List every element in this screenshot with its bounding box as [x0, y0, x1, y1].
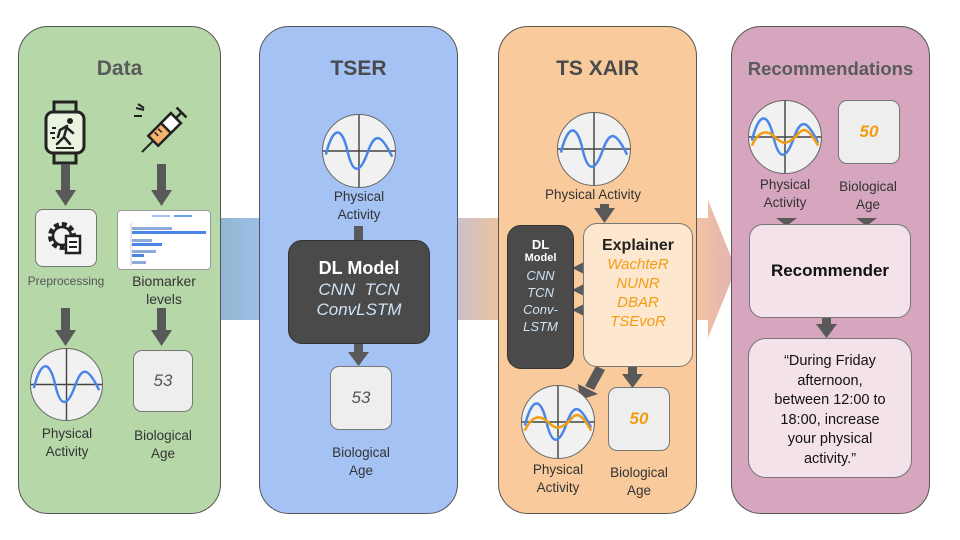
explainer-item: DBAR: [617, 294, 659, 311]
activity-dual-wave-plot: [749, 101, 821, 173]
explainer-title: Explainer: [601, 237, 675, 254]
tser-panel-title: TSER: [330, 57, 387, 80]
dl-model-title: DL Model: [318, 258, 400, 278]
quote-line: “During Friday: [784, 353, 876, 369]
data-panel: Data: [18, 26, 221, 514]
activity-wave-plot: [558, 113, 630, 185]
quote-line: activity.”: [803, 450, 857, 467]
xair-panel-title: TS XAIR: [556, 57, 639, 80]
activity-plot-xair: [557, 112, 631, 186]
syringe-icon: [134, 103, 188, 153]
dl-model-item: LSTM: [523, 319, 558, 334]
dl-model-line2: ConvLSTM: [316, 300, 402, 319]
explainer-box: Explainer WachteR NUNR DBAR TSEvoR: [583, 223, 693, 367]
smartwatch-running-icon: [44, 100, 86, 165]
age-label-data: Biological Age: [134, 428, 192, 461]
activity-label-xair: Physical Activity: [544, 187, 642, 202]
recommender-label: Recommender: [770, 261, 890, 280]
preprocessing-icon-box: [35, 209, 97, 267]
activity-wave-plot: [323, 115, 395, 187]
activity-wave-plot: [31, 349, 102, 420]
activity-dual-wave-plot: [522, 386, 594, 458]
recommendation-quote-box: “During Friday afternoon, between 12:00 …: [748, 338, 912, 478]
dl-model-item: TCN: [527, 285, 554, 300]
quote-line: between 12:00 to: [774, 392, 886, 408]
activity-label-rec: Physical Activity: [759, 177, 811, 210]
dl-model-title-xair-1: DL: [531, 237, 550, 252]
preprocessing-label: Preprocessing: [27, 274, 105, 288]
dl-model-title-xair-2: Model: [524, 252, 557, 264]
band-arrow-xair-rec: [694, 200, 736, 338]
dl-model-box-xair: DL Model CNN TCN Conv- LSTM: [507, 225, 574, 369]
age-label-rec: Biological Age: [839, 179, 897, 212]
age-box-xair: 50: [608, 387, 670, 451]
activity-plot-tser: [322, 114, 396, 188]
activity-label-xair-result: Physical Activity: [532, 462, 584, 495]
age-box-rec: 50: [838, 100, 900, 164]
age-box-tser: 53: [330, 366, 392, 430]
activity-label-data: Physical Activity: [41, 426, 93, 459]
rec-panel-title: Recommendations: [747, 58, 914, 79]
band-data-tser: [218, 218, 262, 320]
activity-label-tser: Physical Activity: [333, 189, 385, 222]
activity-plot-data: [30, 348, 103, 421]
dl-model-box-tser: DL Model CNN TCN ConvLSTM: [288, 240, 430, 344]
explainer-item: TSEvoR: [610, 313, 666, 330]
biomarker-bars-icon: [130, 215, 206, 266]
explainer-item: WachteR: [607, 256, 669, 273]
dl-model-line1: CNN TCN: [318, 280, 400, 299]
quote-line: your physical: [787, 431, 873, 447]
biomarker-chart-thumbnail: [117, 210, 211, 270]
age-label-xair: Biological Age: [610, 465, 668, 498]
activity-plot-rec: [748, 100, 822, 174]
quote-line: afternoon,: [797, 372, 863, 389]
data-panel-title: Data: [96, 57, 143, 80]
band-tser-xair: [456, 218, 502, 320]
biomarker-label: Biomarker levels: [132, 273, 196, 307]
quote-line: 18:00, increase: [780, 411, 880, 428]
age-box-data: 53: [133, 350, 193, 412]
activity-plot-xair-result: [521, 385, 595, 459]
dl-model-item: CNN: [526, 268, 555, 283]
recommender-box: Recommender: [749, 224, 911, 318]
dl-model-item: Conv-: [523, 302, 558, 317]
age-label-tser: Biological Age: [332, 445, 390, 478]
gear-document-icon: [48, 222, 82, 255]
explainer-item: NUNR: [616, 275, 660, 292]
